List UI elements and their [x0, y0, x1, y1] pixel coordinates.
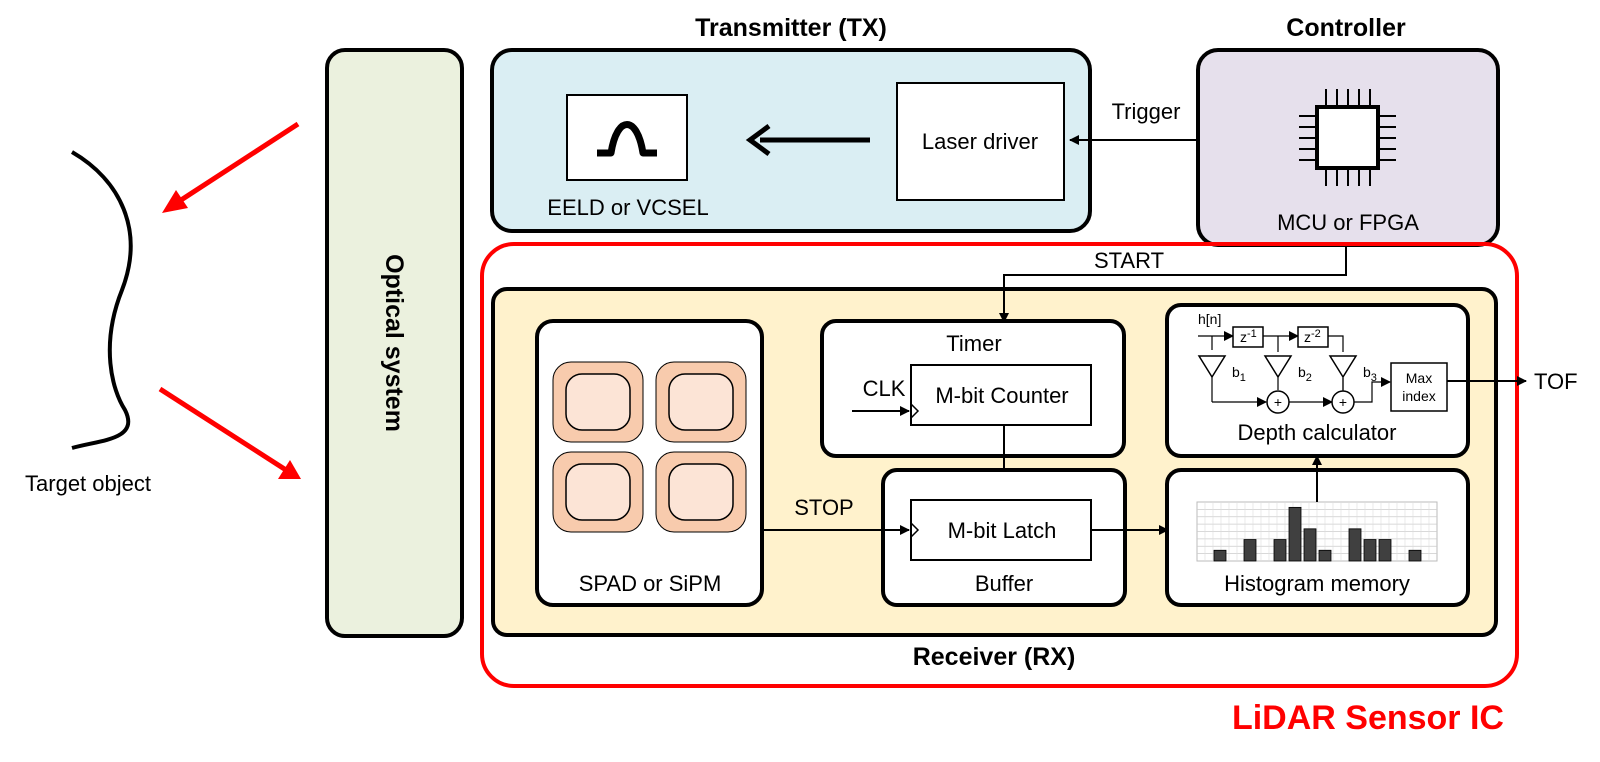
svg-text:z-2: z-2 [1304, 328, 1321, 345]
fir-delay-1 [1232, 326, 1264, 348]
histogram-bar [1273, 539, 1287, 562]
fir-delay-2 [1297, 326, 1329, 348]
buffer-title: Buffer [975, 571, 1033, 596]
start-label: START [1094, 248, 1164, 273]
histogram-bar [1288, 506, 1302, 562]
drive-arrow [745, 123, 870, 157]
laser-driver-box [896, 82, 1065, 201]
emitter-box [566, 94, 688, 181]
counter-box [910, 364, 1092, 426]
trigger-label: Trigger [1112, 99, 1181, 124]
chip-icon [1299, 89, 1396, 186]
histogram-title: Histogram memory [1224, 571, 1410, 596]
fir-adder-1-sign: + [1274, 394, 1282, 410]
histogram-bar [1213, 549, 1227, 562]
max-index-box [1390, 362, 1448, 412]
histogram-bar [1303, 528, 1317, 562]
timer-title: Timer [946, 331, 1001, 356]
histogram-bar [1318, 549, 1332, 562]
svg-text:b2: b2 [1298, 364, 1312, 384]
receiver-title: Receiver (RX) [913, 643, 1076, 671]
target-object-label: Target object [25, 471, 151, 496]
histogram-bar [1378, 539, 1392, 562]
laser-pulse-icon [597, 121, 657, 157]
latch-clock-edge [910, 522, 920, 538]
lidar-sensor-ic-title: LiDAR Sensor IC [1232, 699, 1504, 737]
histogram-bar [1408, 549, 1422, 562]
emitter-label: EELD or VCSEL [547, 195, 708, 220]
lidar-sensor-ic-outline [480, 242, 1519, 688]
histogram-bar [1363, 539, 1377, 562]
spad-array-icon [552, 361, 747, 533]
target-object-surface [70, 150, 133, 450]
laser-beam-arrow [162, 121, 300, 213]
svg-text:b3: b3 [1363, 364, 1377, 384]
fir-adder-2-sign: + [1339, 394, 1347, 410]
controller-chip-label: MCU or FPGA [1277, 210, 1419, 235]
reflection-arrow [158, 386, 301, 479]
fir-gain-1 [1197, 355, 1227, 379]
histogram-bar [1243, 539, 1257, 562]
tof-label: TOF [1534, 369, 1578, 394]
svg-text:index: index [1402, 388, 1435, 404]
histogram-bar [1348, 528, 1362, 562]
svg-text:Max: Max [1406, 370, 1432, 386]
spad-label: SPAD or SiPM [579, 571, 722, 596]
optical-system-block [325, 48, 464, 638]
depth-calculator-title: Depth calculator [1238, 420, 1397, 445]
fir-gain-3 [1328, 355, 1358, 379]
svg-text:b1: b1 [1232, 364, 1246, 384]
start-line [999, 247, 1347, 323]
stop-label: STOP [794, 495, 854, 520]
histogram-chart [1196, 501, 1438, 562]
latch-label: M-bit Latch [948, 518, 1057, 543]
controller-title: Controller [1286, 14, 1406, 42]
clk-label: CLK [863, 376, 906, 401]
fir-gain-2 [1263, 355, 1293, 379]
laser-driver-label: Laser driver [922, 129, 1038, 154]
counter-clock-edge [910, 403, 920, 419]
transmitter-title: Transmitter (TX) [695, 14, 887, 42]
svg-text:z-1: z-1 [1240, 328, 1257, 345]
optical-system-label: Optical system [380, 254, 408, 432]
fir-input-label: h[n] [1198, 311, 1221, 327]
fir-filter-diagram: h[n] z-1 z-2 b1 b2 b3 + + Max index [1197, 311, 1448, 414]
counter-label: M-bit Counter [935, 383, 1068, 408]
